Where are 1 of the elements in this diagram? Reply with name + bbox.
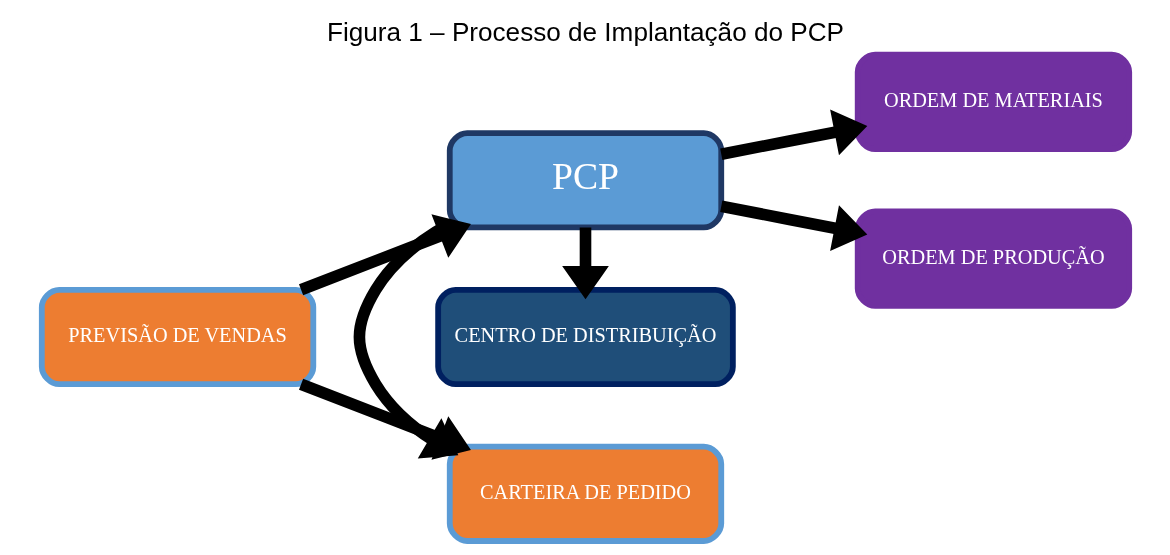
diagram-title: Figura 1 – Processo de Implantação do PCP [326,16,844,47]
